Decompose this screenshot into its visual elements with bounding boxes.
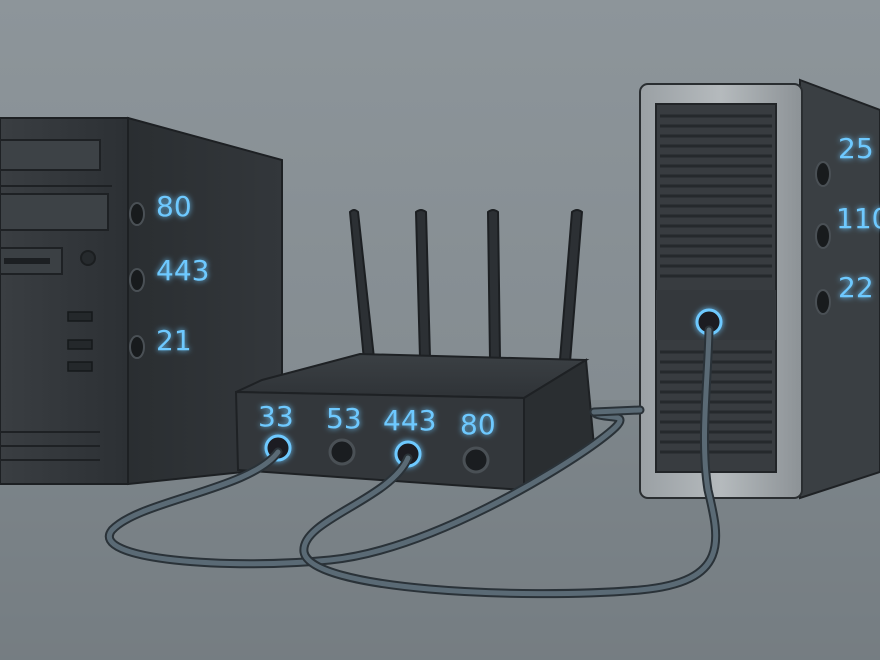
drive-bay <box>0 193 109 231</box>
network-cables <box>104 325 721 599</box>
router-port-label: 80 <box>460 408 496 441</box>
left-computer-port-socket <box>129 268 145 292</box>
left-computer-front <box>0 117 129 485</box>
antenna <box>414 209 432 359</box>
router-port-label: 53 <box>326 402 362 435</box>
usb-port <box>67 311 93 322</box>
right-server-port-label: 25 <box>838 132 874 165</box>
antenna <box>558 209 584 364</box>
router-port-socket <box>462 446 490 474</box>
cable <box>301 327 719 597</box>
router: 33 53 443 80 <box>234 209 596 492</box>
router-antennas <box>348 209 584 364</box>
right-server-front-panel <box>655 103 777 473</box>
usb-port <box>67 339 93 350</box>
left-computer-port-socket <box>129 335 145 359</box>
cable <box>591 407 643 415</box>
left-computer-port-socket <box>129 202 145 226</box>
left-computer: 80 443 21 <box>0 116 283 486</box>
right-server-port-socket <box>815 289 831 315</box>
right-server-port-socket <box>815 161 831 187</box>
server-vent-grille <box>660 114 772 454</box>
right-server-port-socket <box>815 223 831 249</box>
drive-bay <box>0 139 101 171</box>
left-computer-port-label: 21 <box>156 324 192 357</box>
left-computer-port-label: 80 <box>156 190 192 223</box>
usb-port <box>67 361 93 372</box>
router-port-label: 33 <box>258 400 294 433</box>
right-server-port-label: 22 <box>838 271 874 304</box>
router-port-label: 443 <box>383 404 436 437</box>
right-server: 25 110 22 <box>639 78 880 500</box>
antenna <box>486 209 502 361</box>
antenna <box>348 209 376 362</box>
left-computer-port-label: 443 <box>156 254 209 287</box>
router-port-socket <box>328 438 356 466</box>
power-button <box>80 250 96 266</box>
right-server-port-label: 110 <box>836 202 880 235</box>
